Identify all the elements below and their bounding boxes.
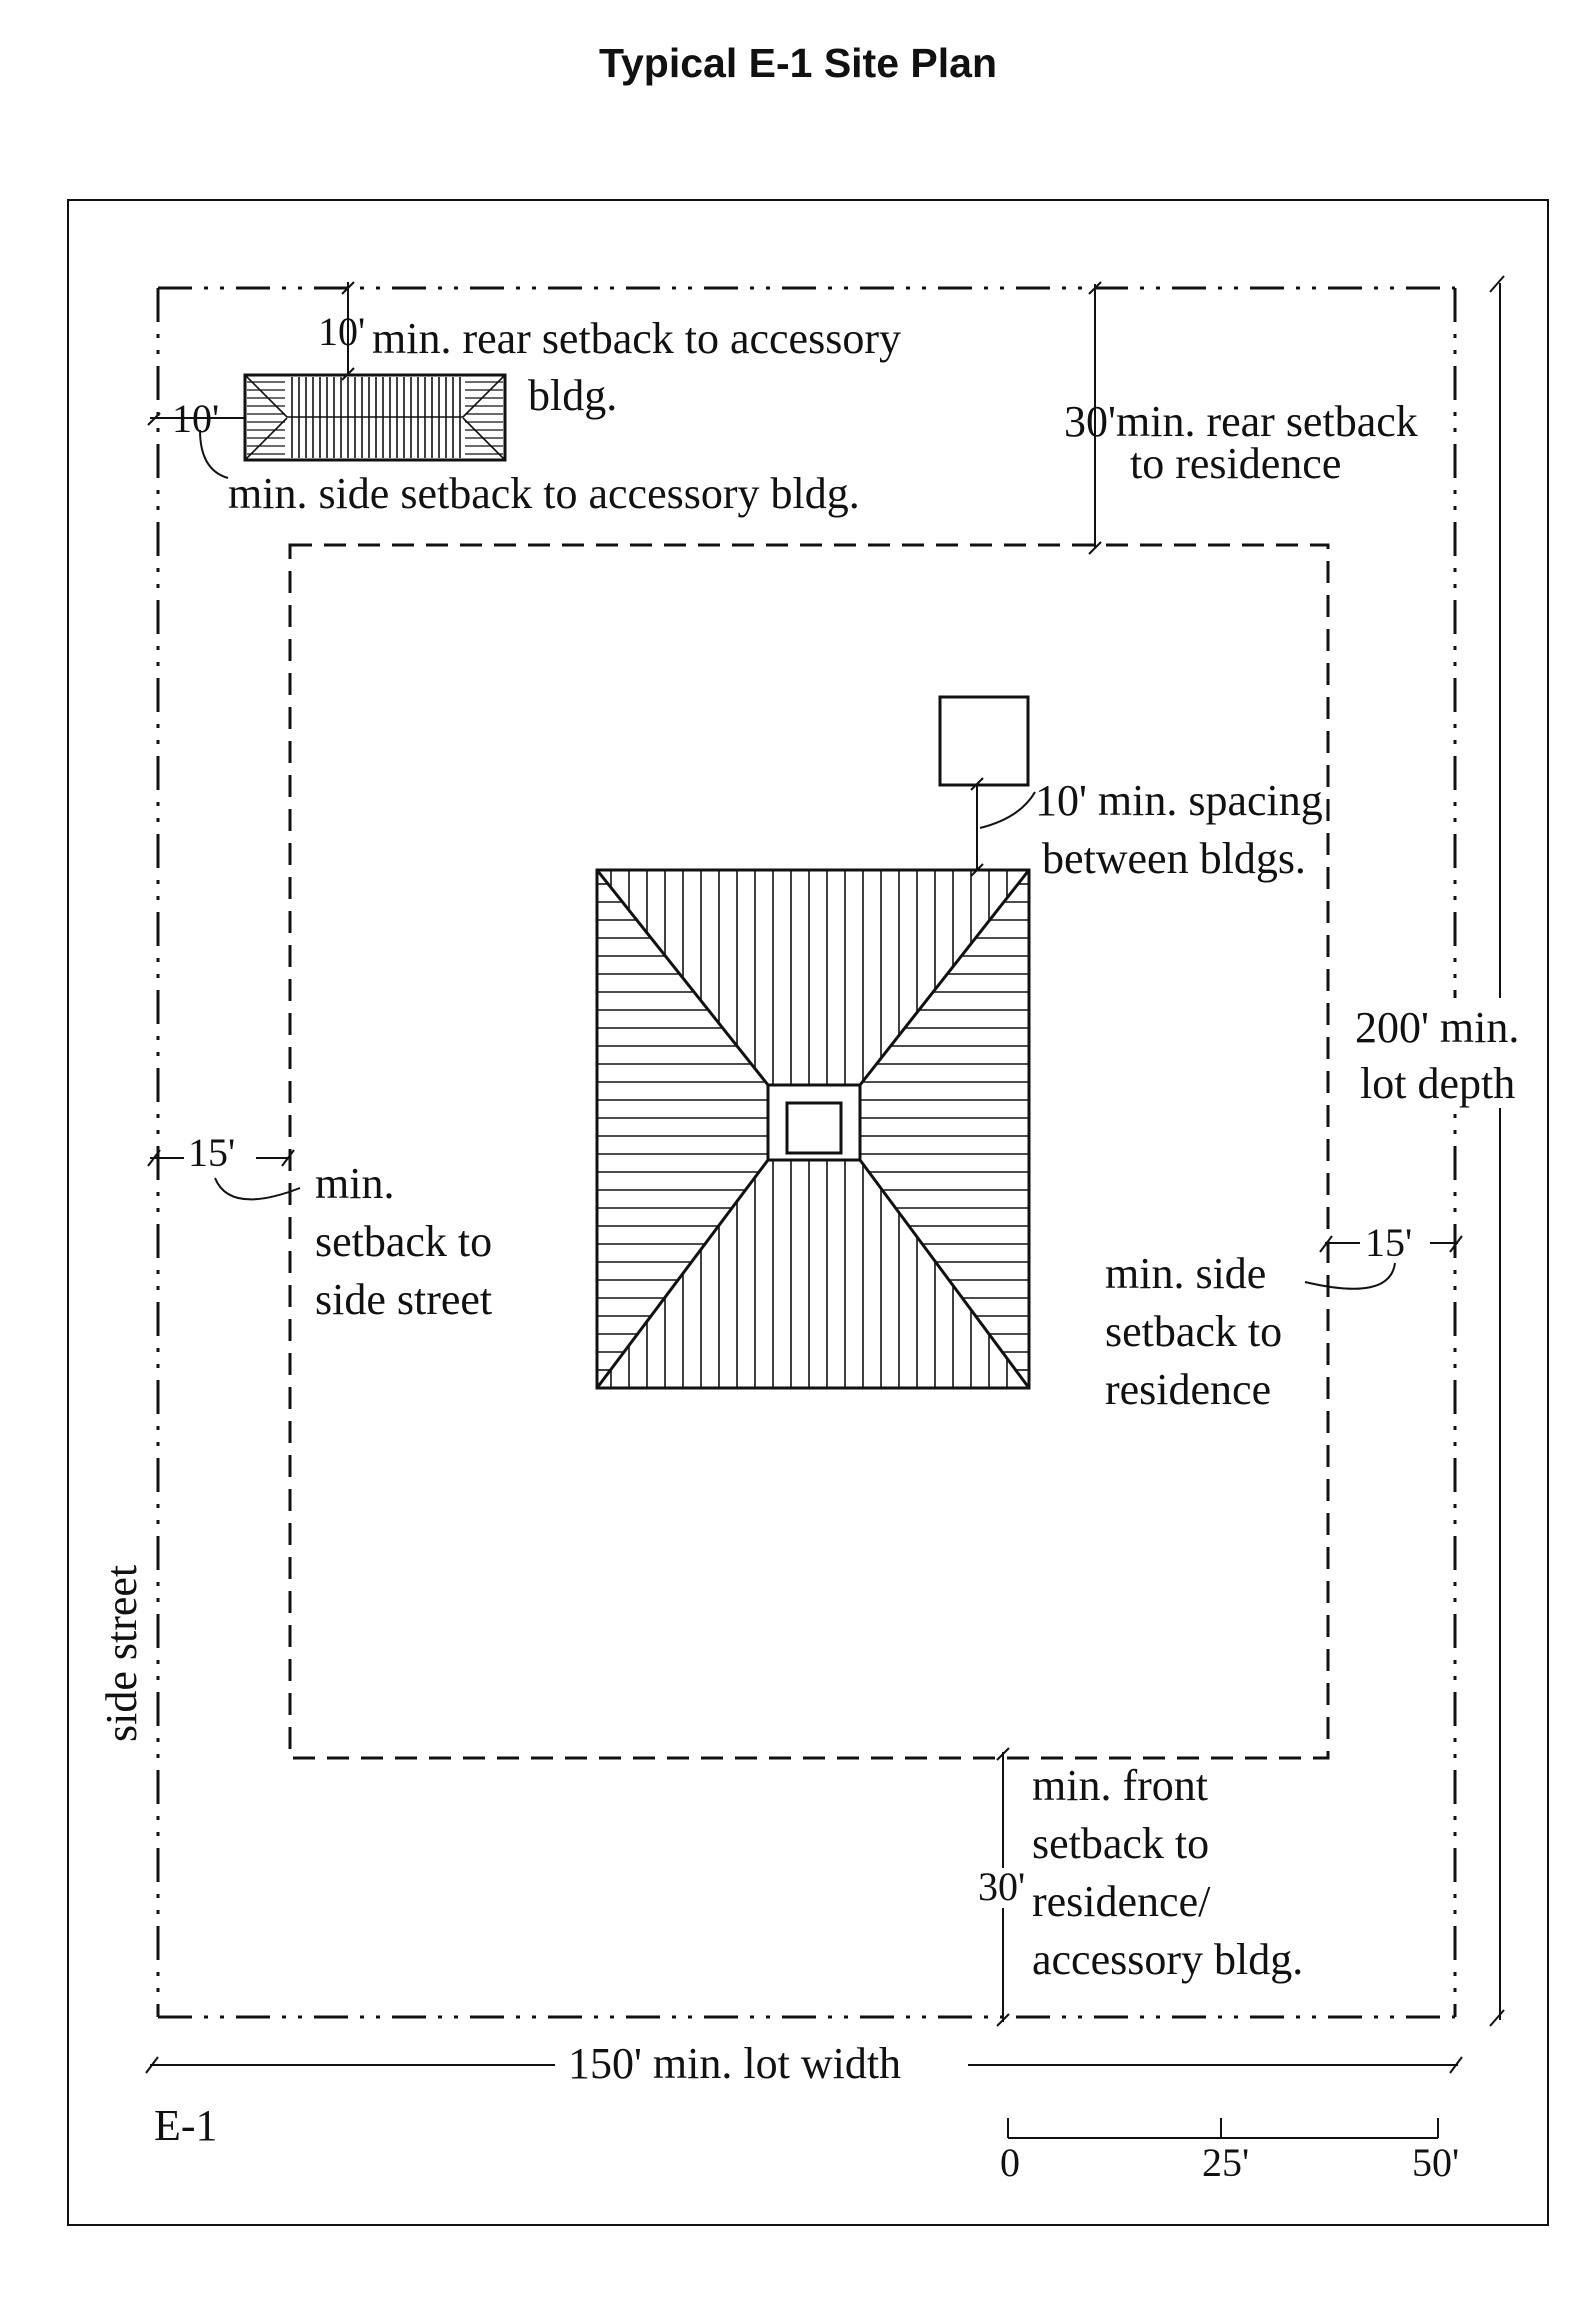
dim-rear-accessory bbox=[341, 281, 355, 381]
side-street-dim: 15' bbox=[188, 1130, 235, 1175]
diagram-frame bbox=[67, 199, 1549, 2226]
front-setback-dim: 30' bbox=[978, 1864, 1025, 1909]
dim-side-accessory bbox=[147, 412, 245, 479]
side-residence-text-2: setback to bbox=[1105, 1307, 1282, 1356]
front-setback-text-3: residence/ bbox=[1032, 1877, 1211, 1926]
zone-label: E-1 bbox=[154, 2101, 218, 2150]
side-street-text-3: side street bbox=[315, 1275, 492, 1324]
dim-spacing bbox=[970, 777, 1036, 877]
page-title: Typical E-1 Site Plan bbox=[599, 40, 997, 86]
scale-tick-50: 50' bbox=[1412, 2140, 1459, 2185]
rear-residence-text-1: min. rear setback bbox=[1116, 397, 1418, 446]
scale-bar bbox=[1007, 2118, 1439, 2139]
scale-tick-25: 25' bbox=[1202, 2140, 1249, 2185]
front-setback-text-4: accessory bldg. bbox=[1032, 1935, 1303, 1984]
spacing-text-2: between bldgs. bbox=[1042, 834, 1306, 883]
rear-residence-dim: 30' bbox=[1064, 397, 1116, 446]
front-setback-text-2: setback to bbox=[1032, 1819, 1209, 1868]
dim-rear-residence bbox=[1088, 281, 1102, 555]
side-street-text-2: setback to bbox=[315, 1217, 492, 1266]
rear-accessory-text-1: min. rear setback to accessory bbox=[372, 314, 901, 363]
rear-accessory-text-2: bldg. bbox=[528, 371, 617, 420]
residence bbox=[595, 868, 1031, 1390]
rear-residence-text-2: to residence bbox=[1130, 439, 1341, 488]
spacing-text-1: 10' min. spacing bbox=[1035, 776, 1323, 825]
accessory-building-rear bbox=[243, 373, 507, 462]
dim-lot-depth bbox=[1489, 275, 1505, 2027]
rear-accessory-dim: 10' bbox=[318, 309, 365, 354]
side-residence-dim: 15' bbox=[1365, 1220, 1412, 1265]
setback-envelope bbox=[288, 543, 1330, 1760]
scale-tick-0: 0 bbox=[1000, 2140, 1020, 2185]
side-street-text-1: min. bbox=[315, 1159, 394, 1208]
lot-width-text: 150' min. lot width bbox=[568, 2039, 901, 2088]
side-residence-text-3: residence bbox=[1105, 1365, 1271, 1414]
front-setback-text-1: min. front bbox=[1032, 1761, 1208, 1810]
side-street-label: side street bbox=[97, 1565, 146, 1742]
lot-depth-text-2: lot depth bbox=[1360, 1059, 1515, 1108]
side-accessory-dim: 10' bbox=[172, 396, 219, 441]
lot-depth-text-1: 200' min. bbox=[1355, 1003, 1519, 1052]
side-accessory-text: min. side setback to accessory bldg. bbox=[228, 469, 860, 518]
accessory-building-small bbox=[938, 695, 1030, 787]
dim-lot-width bbox=[145, 2056, 1463, 2074]
side-residence-text-1: min. side bbox=[1105, 1249, 1266, 1298]
